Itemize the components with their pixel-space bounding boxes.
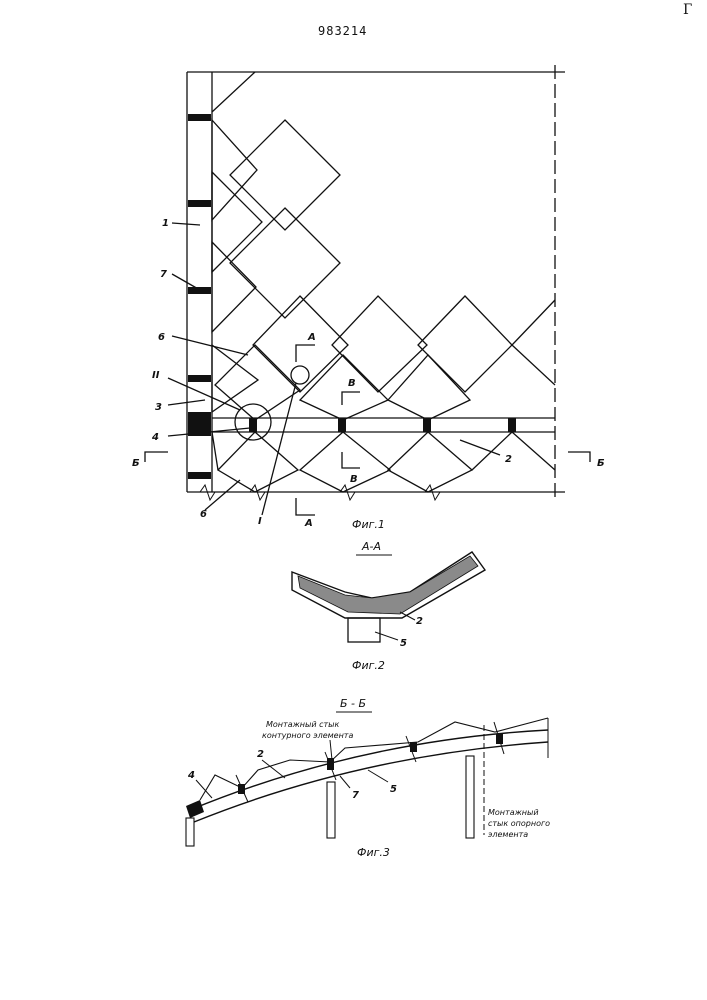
- leader-line-contour-note: [330, 740, 332, 760]
- section-B-top-letter: В: [348, 378, 356, 389]
- diamond-panel: [388, 432, 472, 492]
- detail-I-circle: [291, 366, 309, 384]
- section-B-bottom-letter: В: [350, 474, 358, 485]
- figure-2-title: А-А: [361, 540, 381, 553]
- diamond-panel: [230, 120, 340, 230]
- figure-2-section: А-А 2 5 Фиг.2: [292, 540, 485, 672]
- diamond-panel: [388, 355, 470, 420]
- contour-joint-note-line1: Монтажный стык: [266, 720, 339, 729]
- leader-line-5: [368, 770, 388, 782]
- joint-block: [188, 200, 211, 207]
- diamond-panel: [300, 355, 388, 420]
- label-II: II: [152, 370, 160, 381]
- section-A-top-mark: [296, 345, 315, 362]
- column: [186, 818, 194, 846]
- section-B-top-mark: [342, 392, 360, 405]
- section-A-bottom-mark: [296, 498, 315, 515]
- joint-block: [188, 287, 211, 294]
- label-7: 7: [160, 269, 167, 280]
- label-6: 6: [158, 332, 165, 343]
- label-1: 1: [162, 218, 169, 229]
- joint-block: [238, 784, 245, 794]
- diamond-panel: [230, 208, 340, 318]
- end-block-4: [186, 800, 204, 818]
- section-B-left-mark: [145, 452, 168, 462]
- joint-block: [410, 742, 417, 752]
- fig2-label-2: 2: [416, 616, 423, 627]
- fig3-label-2: 2: [257, 749, 264, 760]
- figure-1-joints: [188, 114, 516, 479]
- beam-joint: [338, 418, 346, 432]
- support-element-5: [348, 618, 380, 642]
- leader-line-I: [262, 383, 296, 515]
- section-B-left-letter: Б: [132, 458, 140, 469]
- leader-line-6: [172, 336, 248, 355]
- joint-block: [327, 758, 334, 770]
- leader-line-1: [172, 223, 200, 225]
- joint-block: [496, 734, 503, 744]
- edge-diagonal: [512, 300, 555, 345]
- top-corner-diagonal: [212, 72, 255, 112]
- leader-line-6-bottom: [205, 480, 240, 510]
- figure-1-labels: 1 7 6 II 3 4 6 I 2 А В В А Б Б Фиг.1: [132, 218, 605, 531]
- section-B-bottom-mark: [342, 452, 360, 468]
- column: [466, 756, 474, 838]
- figure-1-caption: Фиг.1: [352, 518, 385, 531]
- leader-line-5: [375, 632, 398, 640]
- label-3: 3: [155, 402, 162, 413]
- leader-line-2: [400, 612, 415, 620]
- leader-line-II: [168, 378, 240, 410]
- figure-2-caption: Фиг.2: [352, 659, 385, 672]
- half-diamond-panel: [212, 242, 256, 332]
- leader-line-2: [460, 440, 500, 455]
- beam-joint: [508, 418, 516, 432]
- diamond-panel: [218, 432, 298, 492]
- fig3-label-7: 7: [352, 790, 359, 801]
- fig2-label-5: 5: [400, 638, 407, 649]
- support-joint-note-line1: Монтажный: [488, 808, 539, 817]
- beam-joint: [423, 418, 431, 432]
- figure-1-plan: [145, 65, 590, 515]
- support-joint-note-line3: элемента: [488, 830, 528, 839]
- leader-line-7: [340, 776, 350, 788]
- section-B-right-mark: [568, 452, 590, 462]
- diamond-panel: [418, 296, 512, 392]
- label-6-bottom: 6: [200, 509, 207, 520]
- edge-diagonal: [212, 432, 218, 470]
- edge-diagonal: [512, 432, 555, 470]
- fig3-label-5: 5: [390, 784, 397, 795]
- label-4: 4: [151, 432, 159, 443]
- beam-joint: [249, 418, 257, 432]
- figure-3-title: Б - Б: [340, 697, 366, 710]
- upper-envelope: [200, 718, 548, 800]
- section-A-bottom-letter: А: [304, 518, 313, 529]
- support-block: [188, 412, 211, 436]
- fig3-label-4: 4: [187, 770, 195, 781]
- half-diamond-panel: [212, 172, 262, 272]
- section-A-top-letter: А: [307, 332, 316, 343]
- column: [327, 782, 335, 838]
- beam-upper-curve: [190, 730, 548, 810]
- figure-3-caption: Фиг.3: [357, 846, 390, 859]
- edge-diagonal: [512, 345, 555, 385]
- support-joint-note-line2: стык опорного: [488, 819, 550, 828]
- label-2: 2: [505, 454, 512, 465]
- joint-block: [188, 375, 211, 382]
- section-B-right-letter: Б: [597, 458, 605, 469]
- label-I: I: [258, 516, 262, 527]
- figure-3-joints: [186, 734, 503, 818]
- contour-joint-note-line2: контурного элемента: [262, 731, 353, 740]
- joint-block: [188, 114, 211, 121]
- diamond-panel: [300, 432, 390, 492]
- joint-block: [188, 472, 211, 479]
- leader-line-4: [196, 780, 212, 798]
